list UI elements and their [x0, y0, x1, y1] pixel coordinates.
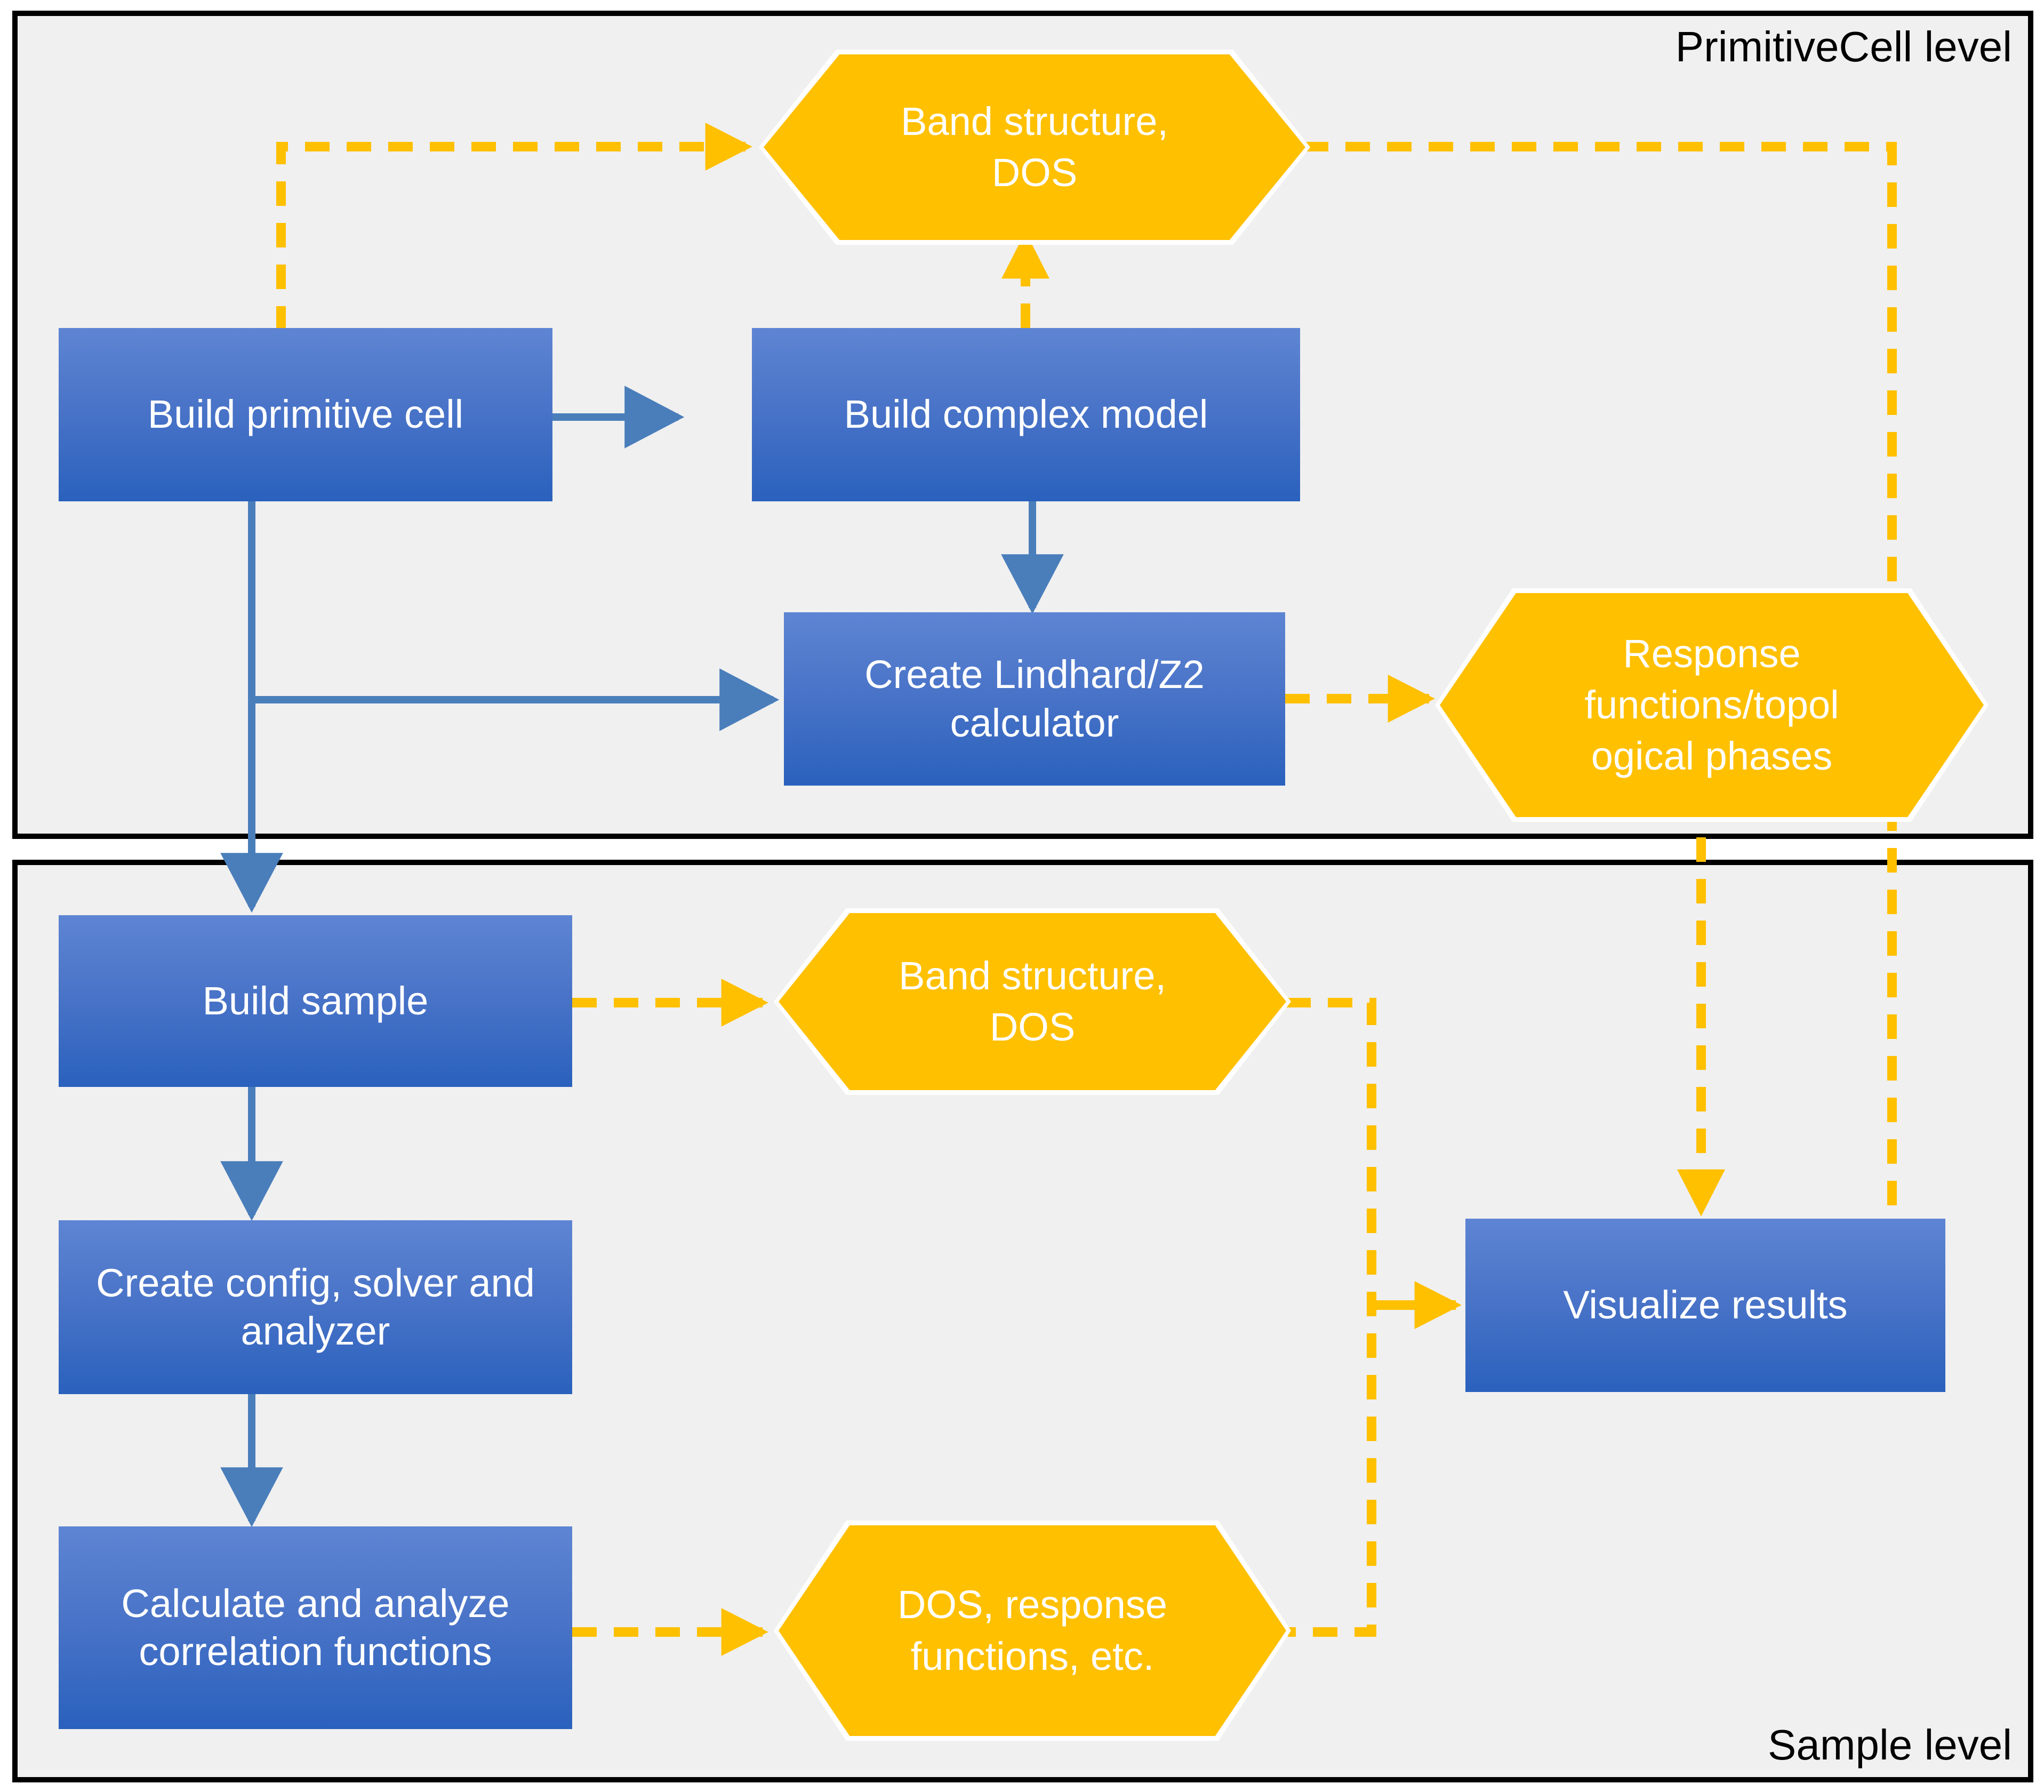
panel-label-primitive-cell: PrimitiveCell level	[1675, 23, 2012, 70]
hexagon-fill	[779, 913, 1286, 1090]
node-calculate-analyze-correlation-functions[interactable]: Calculate and analyze correlation functi…	[59, 1526, 572, 1729]
node-create-lindhard-z2-calculator[interactable]: Create Lindhard/Z2 calculator	[784, 612, 1285, 786]
node-label: Response functions/topol ogical phases	[1584, 631, 1839, 779]
node-label: Band structure, DOS	[899, 953, 1166, 1049]
node-label: Build sample	[202, 978, 429, 1023]
node-label: Band structure, DOS	[901, 99, 1168, 195]
node-build-complex-model[interactable]: Build complex model	[752, 328, 1300, 501]
node-build-sample[interactable]: Build sample	[59, 915, 572, 1087]
node-label: Calculate and analyze correlation functi…	[121, 1581, 510, 1674]
node-create-config-solver-analyzer[interactable]: Create config, solver and analyzer	[59, 1220, 572, 1394]
node-band-structure-dos-sample[interactable]: Band structure, DOS	[774, 908, 1291, 1095]
node-dos-response-functions-etc[interactable]: DOS, response functions, etc.	[774, 1521, 1291, 1741]
hexagon-fill	[779, 1525, 1286, 1736]
node-build-primitive-cell[interactable]: Build primitive cell	[59, 328, 552, 501]
node-band-structure-dos-primitive[interactable]: Band structure, DOS	[759, 50, 1310, 245]
panel-label-sample: Sample level	[1767, 1721, 2012, 1769]
hexagon-fill	[764, 54, 1305, 240]
node-label: Create Lindhard/Z2 calculator	[864, 652, 1205, 745]
node-label: DOS, response functions, etc.	[897, 1582, 1167, 1678]
node-label: Visualize results	[1563, 1283, 1848, 1327]
node-label: Build primitive cell	[147, 392, 464, 437]
node-response-functions-topological-phases[interactable]: Response functions/topol ogical phases	[1435, 588, 1989, 822]
node-label: Build complex model	[844, 392, 1208, 437]
node-label: Create config, solver and analyzer	[96, 1260, 535, 1353]
node-visualize-results[interactable]: Visualize results	[1465, 1219, 1945, 1392]
